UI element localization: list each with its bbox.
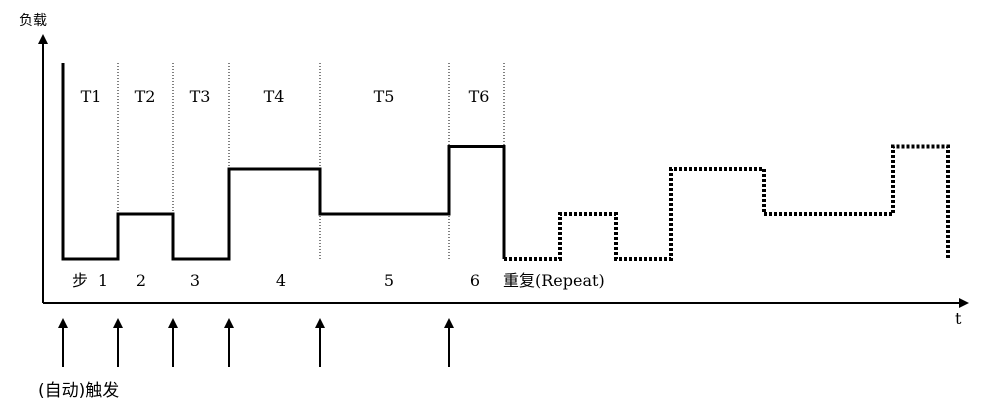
step-label-2: 2 — [136, 271, 146, 290]
load-curve — [61, 63, 506, 261]
step-label-4: 4 — [276, 271, 286, 290]
period-label-t1: T1 — [81, 87, 102, 106]
step-label-1: 1 — [98, 271, 108, 290]
period-labels: T1 T2 T3 T4 T5 T6 — [81, 87, 490, 106]
period-label-t3: T3 — [190, 87, 211, 106]
y-axis-label: 负载 — [19, 13, 47, 29]
period-label-t5: T5 — [374, 87, 395, 106]
trigger-label: (自动)触发 — [38, 381, 119, 401]
period-label-t2: T2 — [135, 87, 156, 106]
step-label-3: 3 — [190, 271, 200, 290]
repeat-label: 重复(Repeat) — [503, 271, 605, 290]
period-label-t4: T4 — [264, 87, 285, 106]
x-axis-label: t — [955, 309, 962, 328]
step-label-5: 5 — [384, 271, 394, 290]
step-label-6: 6 — [470, 271, 480, 290]
period-label-t6: T6 — [469, 87, 490, 106]
step-prefix: 步 — [72, 271, 88, 290]
step-labels: 步 1 2 3 4 5 6 重复(Repeat) — [72, 271, 605, 290]
repeat-load-curve — [504, 144, 950, 261]
trigger-arrows — [58, 318, 454, 367]
